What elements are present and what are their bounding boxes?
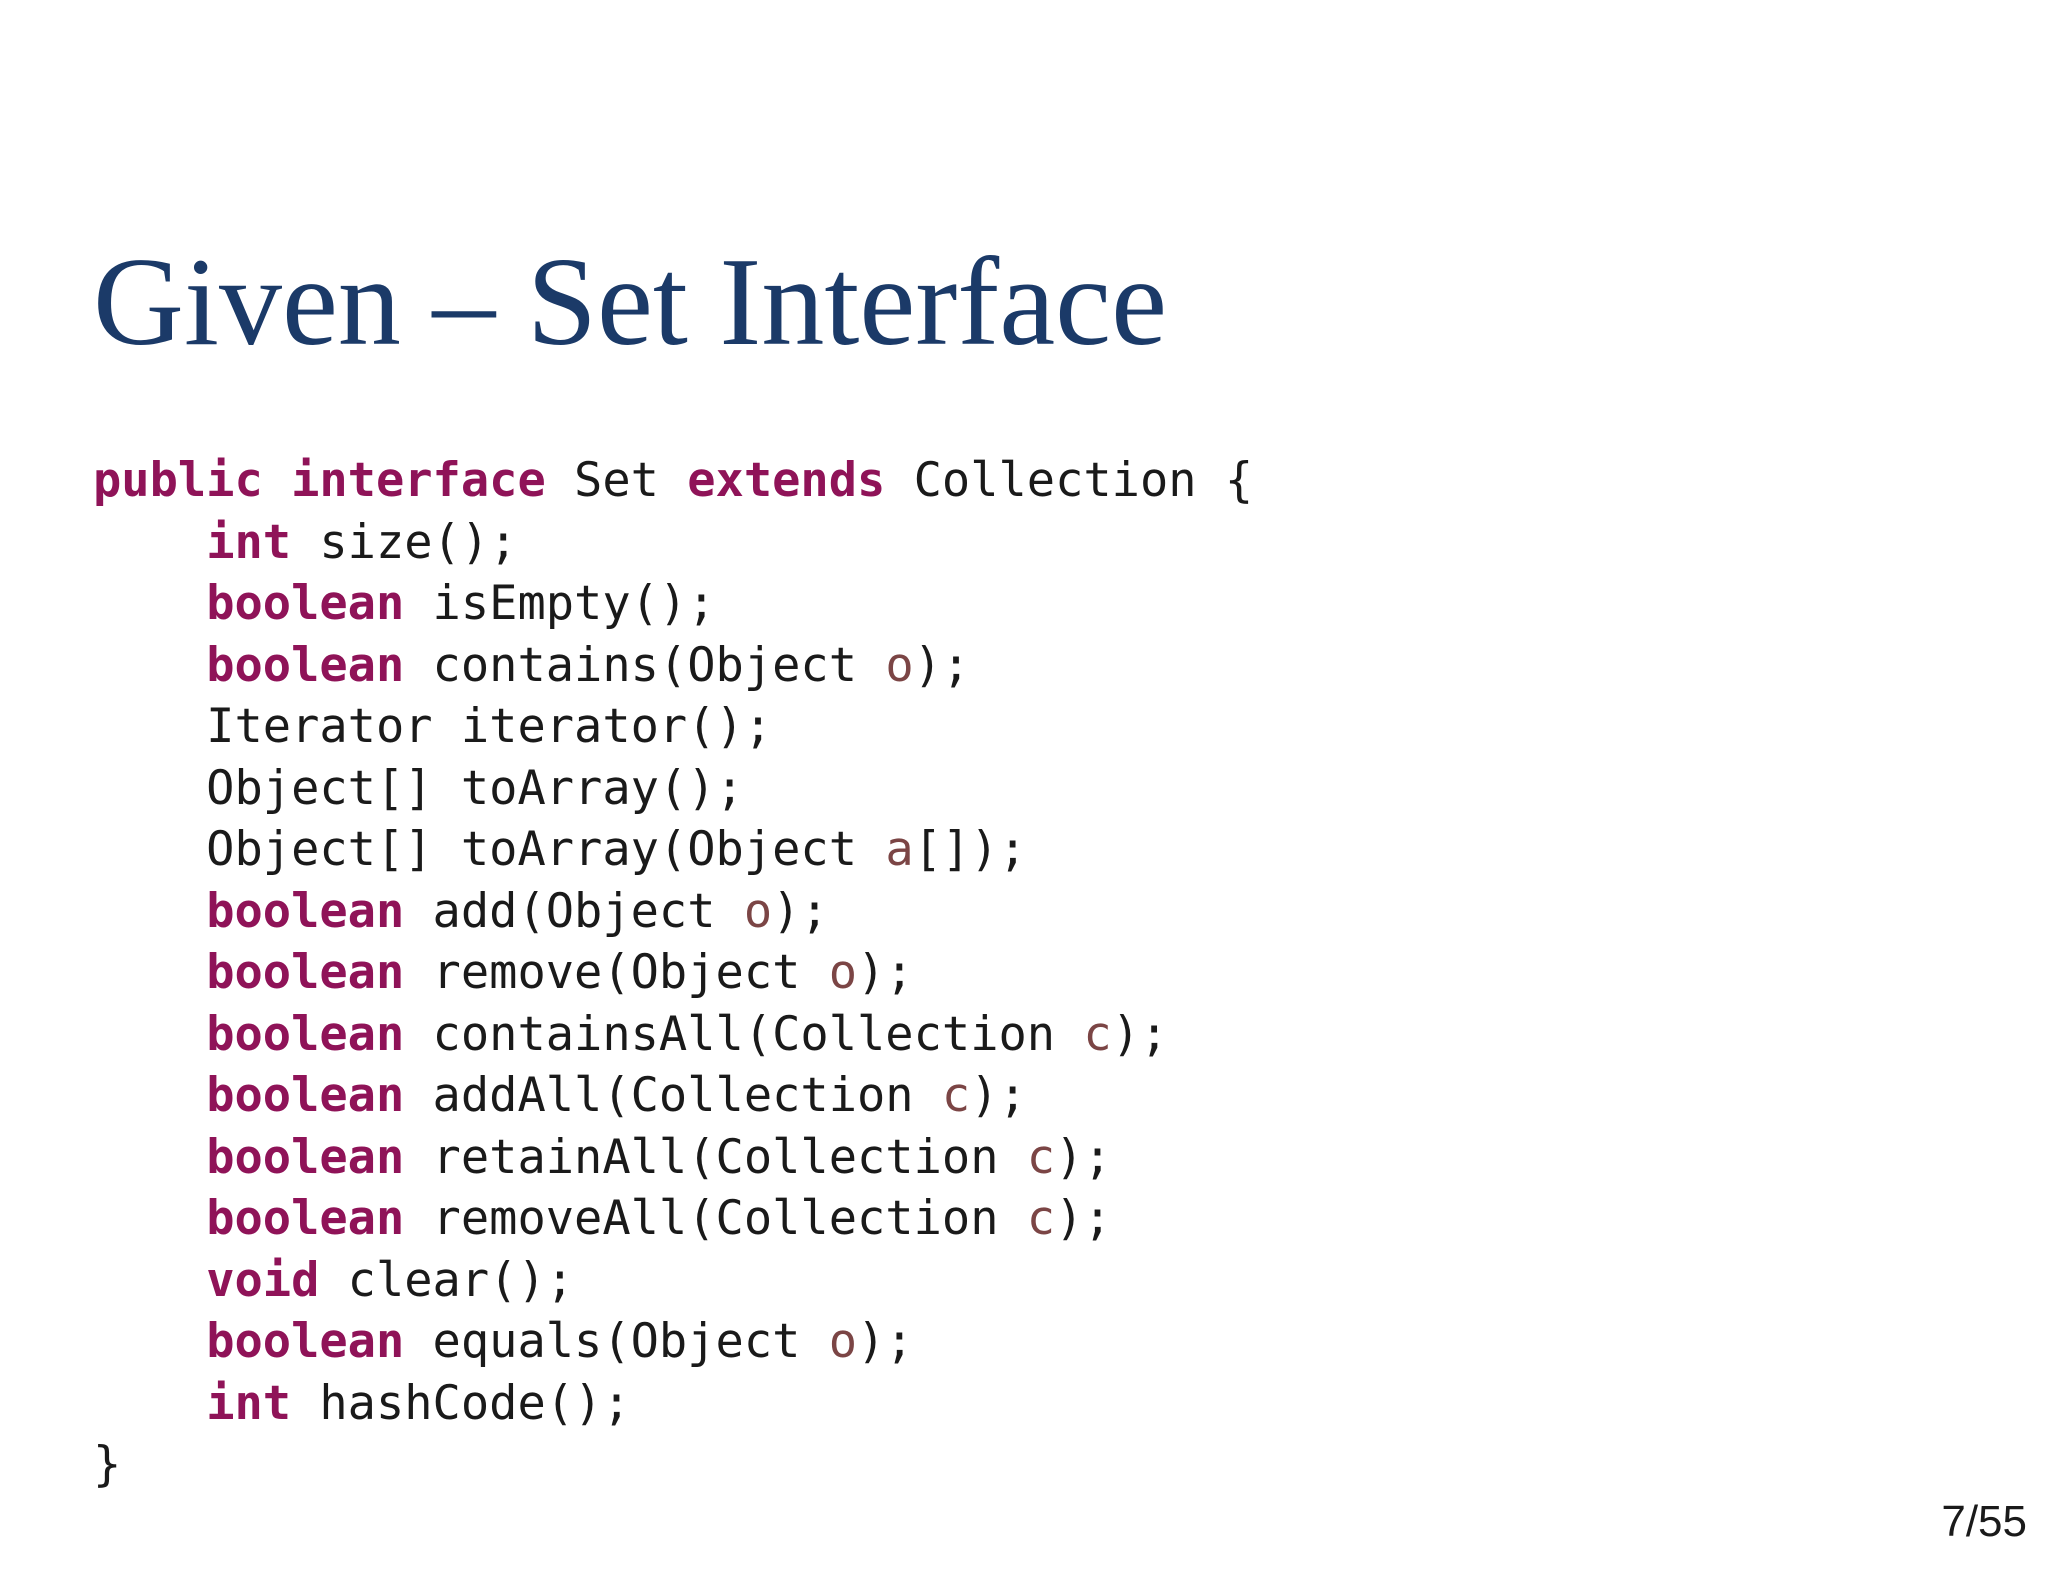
code-keyword: boolean	[206, 883, 405, 939]
code-line: Object[] toArray(Object a[]);	[93, 819, 1253, 881]
page-number: 7/55	[1941, 1497, 2027, 1546]
code-line: public interface Set extends Collection …	[93, 450, 1253, 512]
code-line: boolean containsAll(Collection c);	[93, 1004, 1253, 1066]
code-line: int size();	[93, 512, 1253, 574]
code-text	[93, 638, 206, 693]
code-text: contains(Object	[404, 637, 886, 693]
code-block: public interface Set extends Collection …	[93, 450, 1253, 1496]
code-text: Object[] toArray();	[93, 760, 744, 816]
code-keyword: public interface	[93, 453, 546, 508]
code-line: boolean remove(Object o);	[93, 942, 1253, 1004]
code-line: Object[] toArray();	[93, 758, 1253, 820]
code-keyword: boolean	[206, 576, 405, 631]
code-parameter: c	[1083, 1006, 1112, 1062]
code-text: );	[913, 637, 971, 693]
code-text: addAll(Collection	[404, 1068, 942, 1123]
code-text	[93, 1314, 206, 1369]
code-keyword: boolean	[206, 637, 405, 693]
code-parameter: o	[743, 883, 773, 939]
code-keyword: boolean	[206, 1068, 405, 1123]
code-parameter: o	[828, 945, 858, 1000]
code-parameter: c	[1026, 1191, 1056, 1246]
code-text	[93, 1191, 206, 1246]
code-line: int hashCode();	[93, 1373, 1253, 1435]
code-text: isEmpty();	[404, 576, 716, 631]
code-line: }	[93, 1434, 1253, 1496]
code-line: boolean isEmpty();	[93, 573, 1253, 635]
code-text	[93, 515, 206, 570]
code-text: Object[] toArray(Object	[93, 822, 886, 877]
code-keyword: boolean	[206, 1314, 405, 1369]
code-text: );	[772, 883, 829, 939]
code-parameter: o	[828, 1314, 858, 1369]
code-text: containsAll(Collection	[404, 1006, 1084, 1062]
code-text: );	[857, 1314, 914, 1369]
code-parameter: c	[941, 1068, 971, 1123]
code-line: Iterator iterator();	[93, 696, 1253, 758]
code-text: );	[970, 1068, 1027, 1123]
code-text	[93, 1007, 206, 1062]
code-keyword: boolean	[206, 945, 405, 1000]
code-text: Set	[545, 453, 688, 508]
code-text	[93, 1068, 206, 1123]
code-text: size();	[291, 514, 518, 570]
code-line: boolean addAll(Collection c);	[93, 1065, 1253, 1127]
code-line: boolean add(Object o);	[93, 881, 1253, 943]
code-text: hashCode();	[291, 1375, 631, 1431]
code-text: clear();	[319, 1252, 575, 1308]
code-text: );	[857, 945, 914, 1000]
code-keyword: boolean	[206, 1006, 405, 1062]
code-line: void clear();	[93, 1250, 1253, 1312]
code-text	[93, 945, 206, 1000]
page-title: Given – Set Interface	[93, 233, 1168, 373]
code-text: remove(Object	[404, 945, 829, 1000]
code-text	[93, 884, 206, 939]
code-line: boolean removeAll(Collection c);	[93, 1188, 1253, 1250]
code-text	[93, 576, 206, 631]
code-text	[93, 1376, 206, 1431]
code-line: boolean contains(Object o);	[93, 635, 1253, 697]
code-text: );	[1111, 1006, 1169, 1062]
code-parameter: a	[885, 822, 914, 877]
code-text: );	[1055, 1129, 1112, 1185]
code-parameter: c	[1026, 1129, 1056, 1185]
code-text: Iterator iterator();	[93, 699, 773, 754]
code-text: );	[1055, 1191, 1112, 1246]
code-keyword: boolean	[206, 1129, 405, 1185]
code-text: []);	[913, 822, 1027, 877]
code-keyword: int	[206, 1375, 292, 1431]
code-text: Collection {	[885, 453, 1254, 508]
code-line: boolean equals(Object o);	[93, 1311, 1253, 1373]
code-text: add(Object	[404, 883, 744, 939]
code-text: retainAll(Collection	[404, 1129, 1027, 1185]
code-text: equals(Object	[404, 1314, 829, 1369]
code-parameter: o	[885, 637, 914, 693]
code-keyword: extends	[687, 453, 886, 508]
code-keyword: boolean	[206, 1191, 405, 1246]
code-keyword: int	[206, 514, 292, 570]
code-text	[93, 1130, 206, 1185]
code-text: }	[93, 1437, 122, 1492]
code-line: boolean retainAll(Collection c);	[93, 1127, 1253, 1189]
code-text	[93, 1253, 206, 1308]
code-keyword: void	[206, 1252, 320, 1308]
code-text: removeAll(Collection	[404, 1191, 1027, 1246]
